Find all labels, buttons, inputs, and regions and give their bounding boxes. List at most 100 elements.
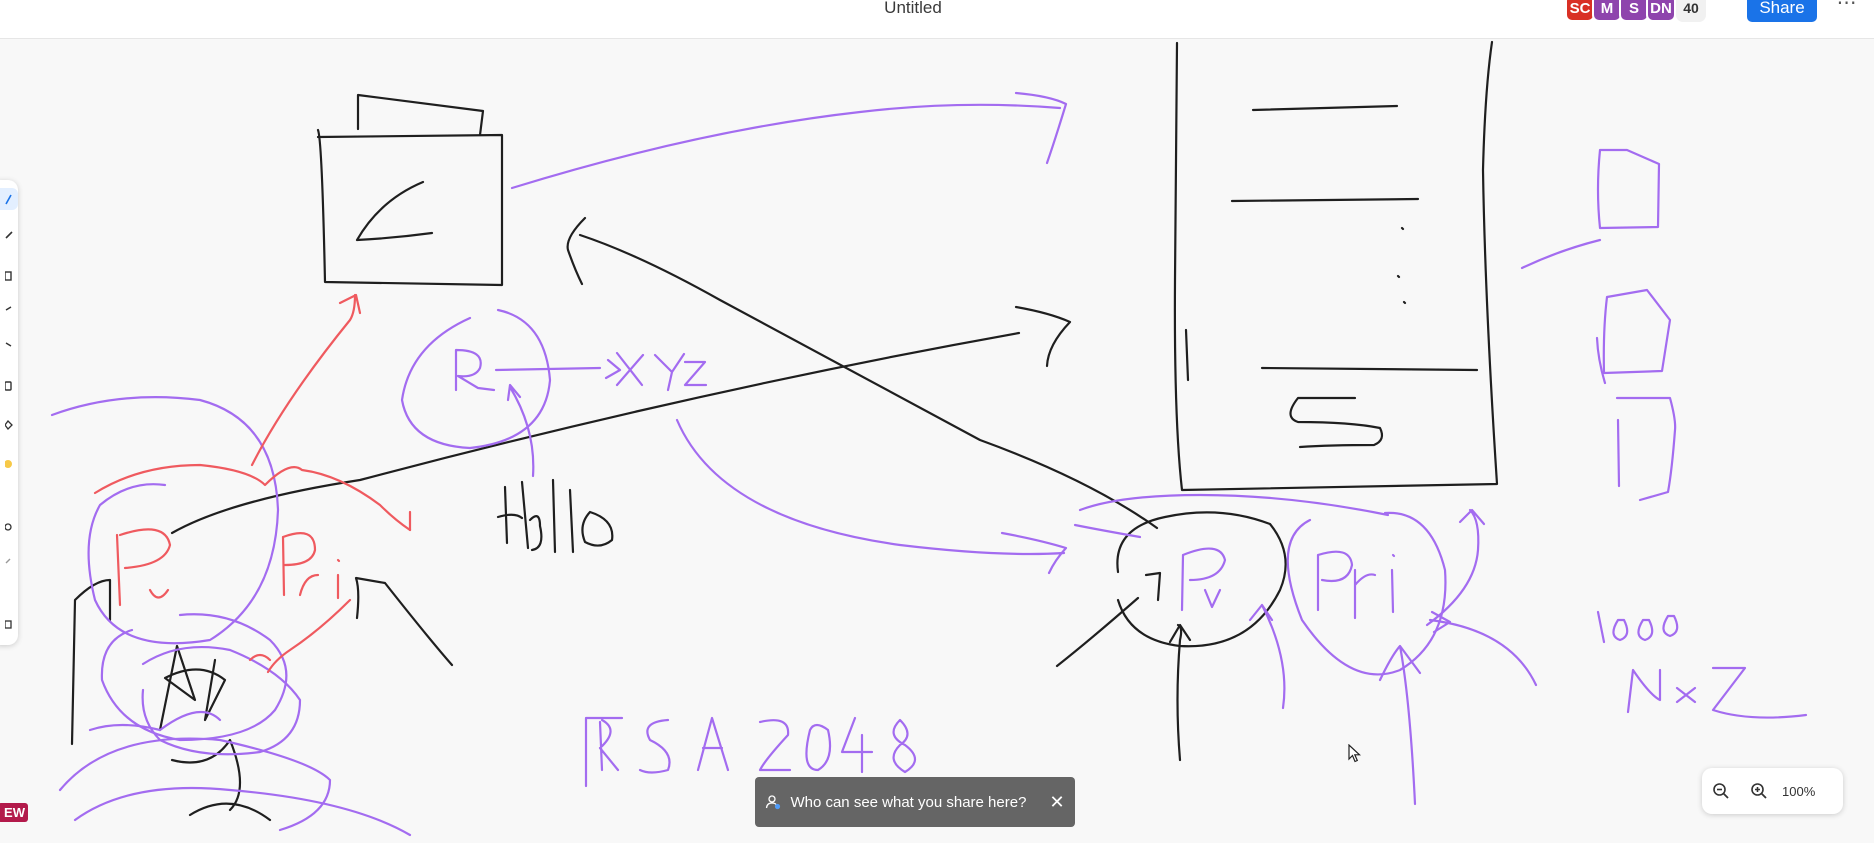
server-line-stroke <box>1251 104 1399 112</box>
arrowhead-stroke <box>1014 305 1072 368</box>
arrow-tool-icon[interactable] <box>0 333 18 355</box>
collaborator-count-badge[interactable]: 40 <box>1676 0 1706 22</box>
drawing-toolbar <box>0 180 18 645</box>
lasso-icon[interactable] <box>0 516 18 538</box>
hello-arrow-stroke <box>506 383 535 478</box>
box-connector-stroke <box>1595 336 1607 385</box>
pri-right-curve-stroke <box>1428 610 1538 687</box>
avatar[interactable]: DN <box>1646 0 1676 22</box>
more-options-icon[interactable]: ⋯ <box>1836 0 1858 14</box>
red-pu-stroke <box>115 528 172 607</box>
scribble-stroke <box>170 738 241 812</box>
privacy-toast: Who can see what you share here? ✕ <box>755 777 1075 827</box>
rsa-text-stroke <box>584 716 917 788</box>
zoom-level[interactable]: 100% <box>1782 783 1816 799</box>
xyz-stroke <box>615 351 708 392</box>
top-curve-stroke <box>1073 523 1142 539</box>
scribble-stroke <box>158 644 227 732</box>
more-tools-icon[interactable] <box>0 613 18 635</box>
server-dash-stroke <box>1184 328 1190 382</box>
mouse-pointer-icon <box>1348 743 1362 769</box>
r-circle-stroke <box>400 308 552 450</box>
box-stroke <box>1596 148 1661 230</box>
person-privacy-icon <box>765 794 781 810</box>
red-pri-stroke <box>281 532 341 600</box>
avatar[interactable]: S <box>1619 0 1649 22</box>
emoji-icon[interactable] <box>0 453 18 475</box>
zoom-control: 100% <box>1702 768 1843 814</box>
zoom-out-icon[interactable] <box>1702 768 1740 814</box>
box-connector-stroke <box>1520 238 1602 270</box>
line-tool-icon[interactable] <box>0 297 18 319</box>
avatar[interactable]: SC <box>1565 0 1595 22</box>
red-strokes <box>93 293 412 674</box>
scribble-circle-stroke <box>100 613 288 742</box>
pri-arrow-right-stroke <box>1248 603 1286 710</box>
computer-box-tab-stroke <box>356 93 485 137</box>
top-arrowhead-stroke <box>1014 91 1068 165</box>
pri-up-curve-stroke <box>1425 508 1486 627</box>
red-small-stroke <box>248 653 272 662</box>
top-bar: Untitled SC M S DN 40 Share ⋯ <box>0 0 1874 39</box>
box-stroke <box>1602 288 1672 375</box>
toast-message: Who can see what you share here? <box>790 793 1027 811</box>
box-stroke <box>1615 396 1677 502</box>
pri-circle-stroke <box>1286 511 1447 676</box>
scribble-stroke <box>188 802 272 822</box>
pri-letter-stroke <box>1316 550 1396 620</box>
pri-arrow-up-stroke <box>1378 644 1422 806</box>
server-rect-stroke <box>1173 40 1499 492</box>
server-line-stroke <box>1230 197 1420 203</box>
shape-tool-icon[interactable] <box>0 265 18 287</box>
sticky-note-icon[interactable] <box>0 375 18 397</box>
black-strokes <box>70 40 1499 822</box>
pu-circle-stroke <box>1116 511 1287 648</box>
pu-left-line-stroke <box>1055 596 1140 668</box>
new-badge[interactable]: EW <box>0 803 28 822</box>
eraser-icon[interactable] <box>0 550 18 572</box>
scribble-circle-stroke <box>88 710 222 732</box>
share-button[interactable]: Share <box>1747 0 1817 22</box>
curve-arrowhead-stroke <box>1000 531 1068 575</box>
scribble-circle-stroke <box>50 396 280 645</box>
collaborator-avatars[interactable]: SC M S DN 40 <box>1565 0 1706 22</box>
zoom-in-icon[interactable] <box>1740 768 1778 814</box>
box-connector-stroke <box>1616 418 1621 488</box>
count-1000-stroke <box>1596 610 1679 644</box>
red-curve-stroke <box>93 463 412 532</box>
server-dot-stroke <box>1396 226 1407 305</box>
computer-shape[interactable] <box>315 93 505 288</box>
computer-box-stroke <box>316 128 504 287</box>
top-arrow-stroke <box>510 103 1062 190</box>
marker-tool-icon[interactable] <box>0 223 18 245</box>
nx2-stroke <box>1626 666 1808 719</box>
server-line-stroke <box>1260 366 1479 372</box>
arrowhead-stroke <box>566 216 587 286</box>
red-tail-stroke <box>266 598 352 674</box>
hello-text-shape[interactable] <box>495 478 620 554</box>
server-shape[interactable] <box>1172 40 1500 492</box>
document-title[interactable]: Untitled <box>884 0 942 17</box>
scribble-circle-stroke <box>73 786 412 837</box>
diamond-shape-icon[interactable] <box>0 414 18 436</box>
pu-arrowhead-stroke <box>1144 571 1162 602</box>
pen-tool-icon[interactable] <box>0 188 18 210</box>
purple-strokes <box>50 91 1808 837</box>
scribble-stroke <box>70 578 112 746</box>
curve-arrow-stroke <box>675 418 1066 556</box>
hello-stroke <box>496 478 614 554</box>
line-to-server-stroke <box>170 331 1021 535</box>
red-arrow-stroke <box>250 293 362 467</box>
pu-letter-stroke <box>1180 547 1227 612</box>
line-from-server-stroke <box>578 233 1159 530</box>
top-curve-stroke <box>1078 493 1390 517</box>
r-arrow-stroke <box>494 358 622 380</box>
r-letter-stroke <box>454 348 496 392</box>
pu-arrow-stroke <box>1168 623 1192 762</box>
close-icon[interactable]: ✕ <box>1049 791 1065 812</box>
avatar[interactable]: M <box>1592 0 1622 22</box>
computer-c-stroke <box>355 180 434 242</box>
scribble-circle-stroke <box>58 737 332 832</box>
arrow-bl-stroke <box>354 576 454 667</box>
